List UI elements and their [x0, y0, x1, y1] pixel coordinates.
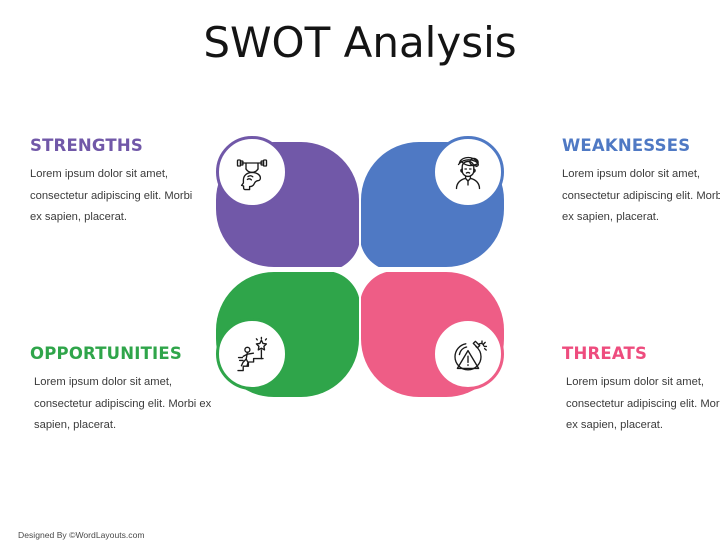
icon-badge-opportunities[interactable]	[216, 318, 288, 390]
page-title: SWOT Analysis	[203, 18, 517, 67]
heading-threats: THREATS	[562, 344, 648, 363]
body-strengths: Lorem ipsum dolor sit amet, consectetur …	[30, 168, 193, 223]
body-opportunities: Lorem ipsum dolor sit amet, consectetur …	[34, 376, 212, 431]
quadrant-text-threats: THREATS Lorem ipsum dolor sit amet, cons…	[562, 344, 720, 437]
quadrant-text-weaknesses: WEAKNESSES Lorem ipsum dolor sit amet, c…	[562, 136, 720, 229]
footer-credit: Designed By ©WordLayouts.com	[18, 530, 145, 540]
body-weaknesses: Lorem ipsum dolor sit amet, consectetur …	[562, 168, 720, 223]
head-dumbbell-icon	[236, 159, 268, 191]
heading-opportunities: OPPORTUNITIES	[30, 344, 182, 363]
confused-person-icon	[455, 156, 481, 190]
body-threats: Lorem ipsum dolor sit amet, consectetur …	[566, 376, 720, 431]
quadrant-text-strengths: STRENGTHS Lorem ipsum dolor sit amet, co…	[30, 136, 200, 229]
heading-strengths: STRENGTHS	[30, 136, 143, 155]
quadrant-text-opportunities: OPPORTUNITIES Lorem ipsum dolor sit amet…	[30, 344, 216, 437]
person-stairs-star-icon	[237, 336, 268, 372]
icon-badge-weaknesses[interactable]	[432, 136, 504, 208]
swot-petal-diagram	[208, 128, 512, 398]
icon-badge-threats[interactable]	[432, 318, 504, 390]
bomb-warning-icon	[454, 340, 488, 371]
heading-weaknesses: WEAKNESSES	[562, 136, 691, 155]
icon-badge-strengths[interactable]	[216, 136, 288, 208]
